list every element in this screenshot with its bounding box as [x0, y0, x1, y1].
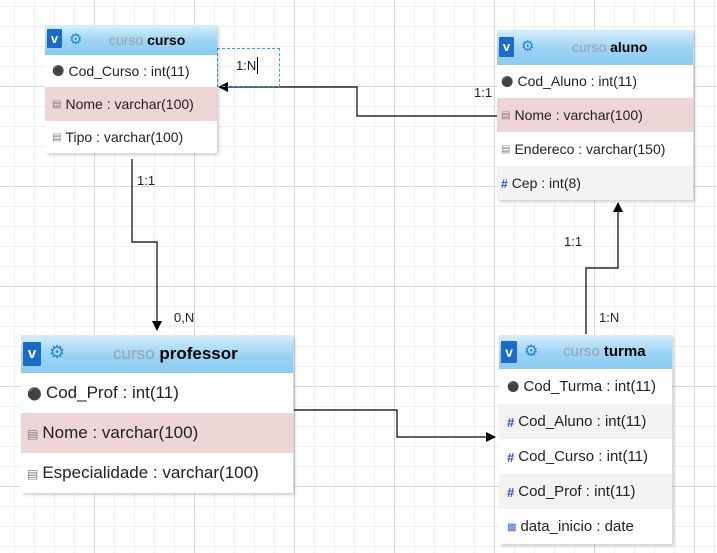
field-label: Cod_Aluno : int(11): [518, 413, 647, 430]
field-row[interactable]: ⚫Cod_Curso : int(11): [45, 55, 217, 87]
field-row[interactable]: ▤Nome : varchar(100): [45, 87, 217, 121]
key-icon: ⚫: [52, 66, 65, 78]
table-title: curso curso: [109, 32, 186, 48]
field-label: Cep : int(8): [511, 175, 581, 191]
gear-icon[interactable]: ⚙: [69, 31, 83, 48]
field-label: data_inicio : date: [520, 518, 634, 535]
toggle-icon[interactable]: v: [499, 37, 514, 57]
field-label: Especialidade : varchar(100): [42, 463, 259, 482]
text-field-icon: ▤: [501, 144, 511, 156]
text-cursor: [257, 57, 258, 74]
date-field-icon: ▩: [507, 521, 517, 533]
table-aluno[interactable]: v ⚙ curso aluno ⚫Cod_Aluno : int(11) ▤No…: [497, 30, 693, 200]
key-icon: ⚫: [507, 381, 520, 393]
table-curso[interactable]: v ⚙ curso curso ⚫Cod_Curso : int(11) ▤No…: [45, 25, 217, 153]
text-field-icon: ▤: [52, 99, 62, 111]
field-label: Endereco : varchar(150): [514, 141, 666, 157]
toggle-icon[interactable]: v: [23, 342, 41, 366]
table-title: curso aluno: [572, 39, 648, 55]
table-header[interactable]: v ⚙ curso professor: [21, 335, 293, 373]
field-row[interactable]: ⚫Cod_Turma : int(11): [499, 369, 672, 404]
field-row[interactable]: ▤Especialidade : varchar(100): [21, 453, 293, 493]
gear-icon[interactable]: ⚙: [521, 38, 535, 55]
field-label: Cod_Turma : int(11): [523, 378, 656, 395]
field-label: Tipo : varchar(100): [65, 129, 184, 145]
numeric-field-icon: #: [507, 449, 515, 465]
field-label: Nome : varchar(100): [42, 423, 199, 442]
field-row[interactable]: ▤Tipo : varchar(100): [45, 121, 217, 153]
field-row[interactable]: ▤Endereco : varchar(150): [497, 132, 693, 166]
key-icon: ⚫: [27, 386, 42, 401]
field-label: Nome : varchar(100): [65, 96, 194, 112]
field-row[interactable]: ▤Nome : varchar(100): [497, 98, 693, 132]
text-field-icon: ▤: [52, 132, 62, 144]
link-aluno-curso: [218, 82, 497, 117]
table-title: curso professor: [113, 344, 238, 363]
table-header[interactable]: v ⚙ curso turma: [499, 335, 672, 369]
field-label: Cod_Prof : int(11): [518, 483, 636, 500]
field-row[interactable]: #Cod_Prof : int(11): [499, 474, 672, 509]
table-turma[interactable]: v ⚙ curso turma ⚫Cod_Turma : int(11) #Co…: [499, 335, 672, 544]
cardinality-label[interactable]: 1:1: [474, 85, 493, 100]
field-label: Cod_Prof : int(11): [45, 383, 179, 402]
gear-icon[interactable]: ⚙: [524, 343, 539, 360]
toggle-icon[interactable]: v: [501, 341, 517, 363]
key-icon: ⚫: [501, 76, 514, 88]
table-header[interactable]: v ⚙ curso aluno: [497, 30, 693, 65]
field-row[interactable]: ▤Nome : varchar(100): [21, 413, 293, 453]
numeric-field-icon: #: [507, 414, 515, 430]
field-row[interactable]: #Cod_Aluno : int(11): [499, 404, 672, 439]
cardinality-label[interactable]: 0,N: [174, 310, 195, 325]
gear-icon[interactable]: ⚙: [49, 342, 66, 362]
numeric-field-icon: #: [501, 177, 508, 192]
field-row[interactable]: ⚫Cod_Prof : int(11): [21, 373, 293, 413]
field-row[interactable]: ⚫Cod_Aluno : int(11): [497, 65, 693, 98]
field-label: Cod_Curso : int(11): [518, 448, 649, 465]
link-professor-turma: [294, 409, 496, 442]
field-label: Cod_Aluno : int(11): [517, 73, 638, 89]
cardinality-label[interactable]: 1:N: [599, 310, 620, 325]
cardinality-label[interactable]: 1:1: [137, 173, 156, 188]
text-field-icon: ▤: [27, 426, 39, 441]
numeric-field-icon: #: [507, 484, 515, 500]
cardinality-label[interactable]: 1:1: [564, 234, 583, 249]
field-row[interactable]: ▩data_inicio : date: [499, 509, 672, 544]
table-professor[interactable]: v ⚙ curso professor ⚫Cod_Prof : int(11) …: [21, 335, 293, 493]
table-title: curso turma: [563, 343, 646, 360]
table-header[interactable]: v ⚙ curso curso: [45, 25, 217, 55]
cardinality-label[interactable]: 1:N: [236, 58, 257, 73]
selected-label-box[interactable]: [217, 48, 280, 87]
field-label: Cod_Curso : int(11): [68, 63, 190, 79]
field-row[interactable]: #Cep : int(8): [497, 166, 693, 200]
toggle-icon[interactable]: v: [47, 29, 62, 48]
text-field-icon: ▤: [501, 110, 511, 122]
field-row[interactable]: #Cod_Curso : int(11): [499, 439, 672, 474]
text-field-icon: ▤: [27, 466, 39, 481]
field-label: Nome : varchar(100): [514, 107, 643, 123]
